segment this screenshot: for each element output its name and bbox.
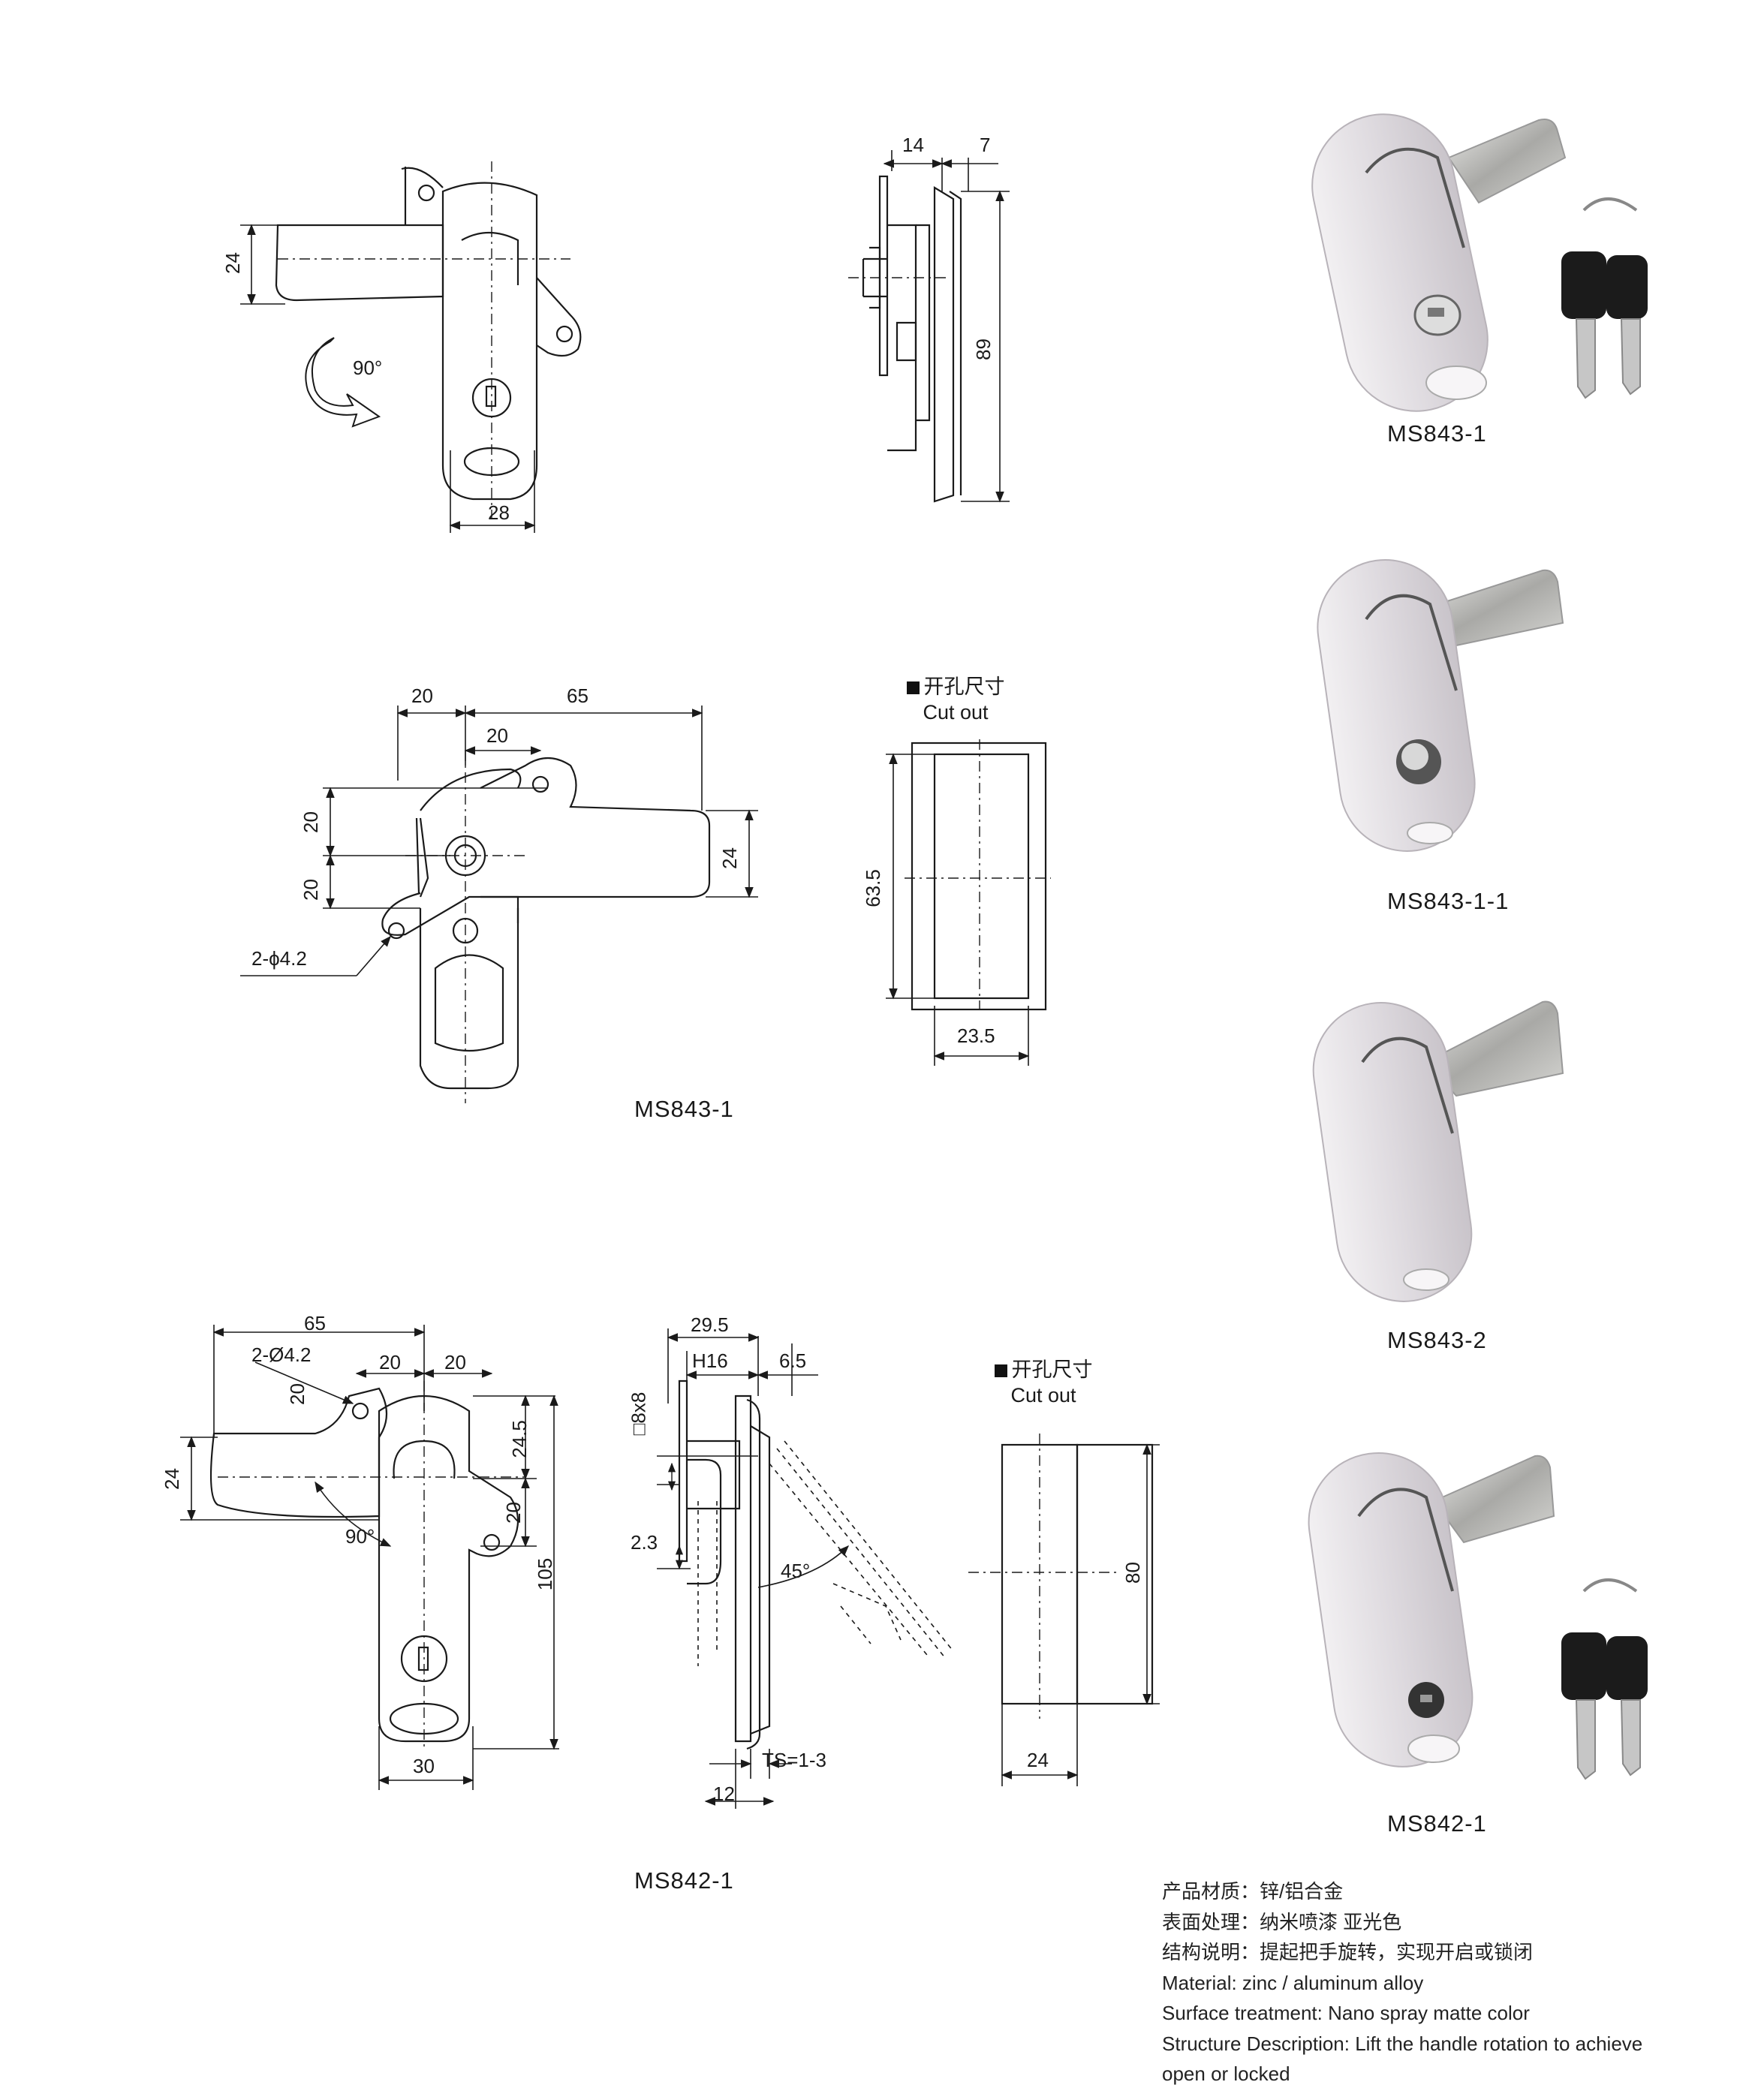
- product-photo-ms843-1-1: [1317, 559, 1564, 852]
- dim-label: 14: [902, 134, 924, 156]
- spec-line: 表面处理：纳米喷漆 亚光色: [1162, 1910, 1402, 1933]
- dim-label: 2.3: [631, 1531, 658, 1554]
- dim-label: 20: [299, 879, 322, 901]
- photo-model-label: MS843-1: [1387, 420, 1487, 447]
- dim-label: 6.5: [779, 1349, 807, 1372]
- spec-line: 产品材质：锌/铝合金: [1162, 1880, 1344, 1903]
- spec-block: 产品材质：锌/铝合金 表面处理：纳米喷漆 亚光色 结构说明：提起把手旋转，实现开…: [1162, 1876, 1642, 2089]
- spec-line: Structure Description: Lift the handle r…: [1162, 2032, 1643, 2055]
- cutout-title: 开孔尺寸 Cut out: [980, 1357, 1107, 1408]
- photo-model-label: MS843-1-1: [1387, 888, 1510, 914]
- dim-label: 2-Ø4.2: [251, 1343, 312, 1366]
- model-label: MS842-1: [634, 1867, 734, 1894]
- black-square-icon: [994, 1364, 1007, 1377]
- dim-label: 90°: [353, 357, 383, 379]
- dim-label: 20: [444, 1351, 466, 1373]
- dim-label: 2-ϕ4.2: [251, 947, 307, 970]
- photo-model-label: MS842-1: [1387, 1810, 1487, 1837]
- black-square-icon: [906, 681, 920, 694]
- dim-label: 105: [534, 1557, 557, 1591]
- dim-label: □8x8: [627, 1391, 650, 1436]
- dim-label: 65: [567, 684, 589, 707]
- dim-label: 20: [299, 811, 322, 833]
- dim-label: 24.5: [507, 1420, 531, 1458]
- dim-label: 30: [413, 1755, 435, 1777]
- bottom-front-view: [180, 1325, 559, 1790]
- spec-line: Material: zinc / aluminum alloy: [1162, 1971, 1424, 1994]
- spec-line: Surface treatment: Nano spray matte colo…: [1162, 2002, 1530, 2024]
- middle-back-view: [240, 706, 758, 1103]
- dim-label: 20: [285, 1383, 309, 1405]
- model-label: MS843-1: [634, 1096, 734, 1122]
- product-photo-ms843-2: [1312, 1000, 1564, 1302]
- bottom-cutout-drawing: [968, 1434, 1160, 1786]
- dim-label: 20: [501, 1502, 525, 1524]
- photo-model-label: MS843-2: [1387, 1327, 1487, 1353]
- dim-label: 20: [486, 724, 508, 747]
- dim-label: 65: [304, 1312, 326, 1334]
- dim-label: 24: [1027, 1749, 1049, 1771]
- dim-label: 12: [713, 1783, 735, 1805]
- dim-label: 24: [718, 847, 741, 869]
- dim-label: 89: [971, 338, 995, 360]
- keys-icon: [1561, 1578, 1648, 1780]
- dim-label: 28: [488, 501, 510, 524]
- dim-label: 20: [379, 1351, 401, 1373]
- dim-label: 20: [411, 684, 433, 707]
- dim-label: 29.5: [691, 1313, 729, 1336]
- keys-icon: [1561, 197, 1648, 399]
- dim-label: 80: [1121, 1562, 1144, 1584]
- dim-label: TS=1-3: [762, 1749, 826, 1771]
- dim-label: 63.5: [861, 869, 884, 907]
- dim-label: 23.5: [957, 1024, 995, 1047]
- top-side-view: [848, 150, 1010, 503]
- spec-line: 结构说明：提起把手旋转，实现开启或锁闭: [1162, 1941, 1534, 1963]
- dim-label: 7: [980, 134, 991, 156]
- spec-line: open or locked: [1162, 2062, 1290, 2085]
- dim-label: 45°: [781, 1560, 811, 1582]
- dim-label: 24: [221, 252, 244, 274]
- dim-label: 24: [160, 1468, 183, 1490]
- product-photo-ms842-1: [1308, 1452, 1648, 1780]
- bottom-side-view: [657, 1328, 954, 1809]
- top-front-view: [240, 161, 582, 533]
- product-photo-ms843-1: [1311, 113, 1648, 412]
- cutout-title: 开孔尺寸 Cut out: [892, 674, 1019, 725]
- dim-label: 90°: [345, 1525, 375, 1548]
- middle-cutout-drawing: [886, 739, 1051, 1066]
- dim-label: H16: [692, 1349, 728, 1372]
